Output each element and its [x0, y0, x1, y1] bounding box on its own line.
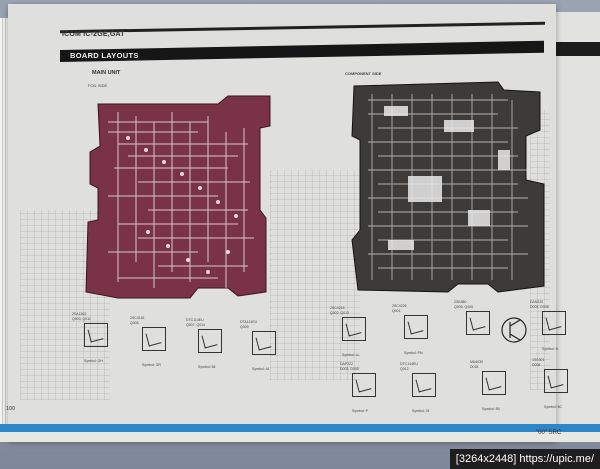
symbol-refs: D003, D005 [340, 366, 359, 371]
symbol-part: DTC144EU [400, 362, 418, 366]
symbol-caption: Symbol: GR [142, 363, 161, 367]
transistor-symbol-icon [466, 311, 490, 335]
symbol-item: 2SC4226 Q001 Symbol: PN [392, 304, 444, 359]
diode-symbol-icon [482, 371, 506, 395]
symbol-item: 2SC4215 Q002, Q013 Symbol: LL [330, 306, 382, 361]
symbol-item: 2SC4116 Q008 Symbol: GR [130, 316, 182, 371]
symbol-item: DAN222 D004, D006 Symbol: N [530, 300, 582, 355]
foil-side-pcb [85, 95, 271, 299]
symbol-caption: Symbol: 44 [252, 367, 270, 371]
symbol-part: 2SC4215 [330, 306, 345, 310]
symbol-item: DTA114EU Q009 Symbol: 44 [240, 320, 292, 375]
section-title: BOARD LAYOUTS [70, 51, 139, 60]
book-bottom-pages [0, 432, 600, 442]
symbol-caption: Symbol: 84 [198, 365, 216, 369]
symbol-part: DAP222 [340, 362, 354, 366]
next-page-header-bar [552, 42, 600, 56]
diode-symbol-icon [542, 311, 566, 335]
symbol-item: MA4030 D018 Symbol: R0 [470, 360, 522, 415]
symbol-refs: Q012 [400, 366, 409, 371]
transistor-symbol-icon [84, 323, 108, 347]
symbol-part: 2SK880 [454, 300, 467, 304]
symbol-item: DAP222 D003, D005 Symbol: P [340, 362, 392, 417]
manual-header: ICOM IC-2GE,GAT [62, 31, 125, 38]
image-watermark: [3264x2448] https://upic.me/ [449, 449, 600, 469]
symbol-part: MA4030 [470, 360, 484, 364]
symbol-caption: Symbol: GH [84, 359, 103, 363]
symbol-part: 2SC4226 [392, 304, 407, 308]
diode-symbol-icon [352, 373, 376, 397]
component-side-pcb [351, 81, 545, 293]
page-number: 100 [6, 406, 16, 412]
symbol-part: 1SS301 [532, 358, 545, 362]
diode-symbol-icon [544, 369, 568, 393]
symbol-refs: D018 [470, 364, 479, 369]
transistor-circle-icon [501, 317, 527, 343]
symbol-refs: D008 [532, 362, 541, 367]
symbol-part: 2SA1362 [72, 312, 87, 316]
symbol-refs: Q002, Q013 [330, 310, 350, 315]
transistor-symbol-icon [142, 327, 166, 351]
symbol-refs: Q001 [392, 308, 401, 313]
transistor-symbol-icon [342, 317, 366, 341]
transistor-symbol-icon [198, 329, 222, 353]
symbol-caption: Symbol: 5C [544, 405, 563, 409]
symbol-refs: Q005, Q006 [454, 304, 474, 309]
symbol-refs: Q009 [240, 324, 249, 329]
footer-right-text: "00" SRC [536, 430, 562, 436]
symbol-refs: Q008 [130, 320, 139, 325]
faded-schematic-middle [270, 170, 360, 380]
main-unit-label: MAIN UNIT [92, 70, 121, 76]
transistor-symbol-icon [412, 373, 436, 397]
symbol-part: 2SC4116 [130, 316, 145, 320]
symbol-refs: Q003, Q011 [72, 316, 91, 321]
symbol-refs: D004, D006 [530, 304, 549, 309]
symbol-caption: Symbol: PN [404, 351, 423, 355]
symbol-item: DTC144EU Q012 Symbol: 24 [400, 362, 452, 417]
symbol-caption: Symbol: N [542, 347, 559, 351]
symbol-caption: Symbol: R0 [482, 407, 501, 411]
symbol-caption: Symbol: 24 [412, 409, 430, 413]
symbol-item: 2SA1362 Q003, Q011 Symbol: GH [72, 312, 124, 367]
foil-side-label: FOIL SIDE [88, 83, 108, 88]
symbol-caption: Symbol: LL [342, 353, 360, 357]
symbol-item: 1SS301 D008 Symbol: 5C [532, 358, 584, 413]
transistor-symbol-icon [252, 331, 276, 355]
symbol-part: DTA114EU [240, 320, 258, 324]
component-side-label: COMPONENT SIDE [345, 71, 382, 76]
symbol-item: DTC114EU Q007, Q014 Symbol: 84 [186, 318, 238, 373]
symbol-part: DAN222 [530, 300, 544, 304]
symbol-item: 2SK880 Q005, Q006 [454, 300, 506, 337]
symbol-caption: Symbol: P [352, 409, 368, 413]
symbol-part: DTC114EU [186, 318, 204, 322]
symbol-refs: Q007, Q014 [186, 322, 206, 327]
transistor-symbol-icon [404, 315, 428, 339]
